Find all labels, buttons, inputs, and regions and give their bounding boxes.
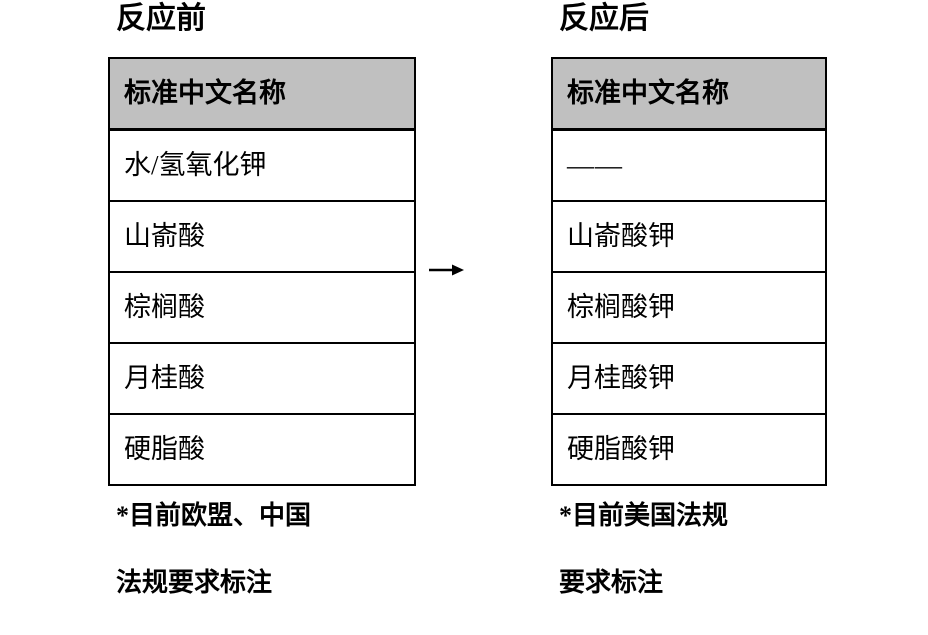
cell-before-4: 硬脂酸 bbox=[109, 413, 415, 485]
after-reaction-table: 标准中文名称 —— 山嵛酸钾 棕榈酸钾 月桂酸钾 硬脂酸钾 bbox=[551, 57, 827, 486]
table-row: 月桂酸 bbox=[109, 342, 415, 415]
cell-before-1: 山嵛酸 bbox=[109, 200, 415, 273]
before-footnote-line-2: 法规要求标注 bbox=[116, 568, 273, 597]
table-row: 棕榈酸钾 bbox=[552, 271, 826, 344]
table-row: 水/氢氧化钾 bbox=[109, 128, 415, 202]
table-row: 硬脂酸钾 bbox=[552, 413, 826, 485]
table-row: 山嵛酸钾 bbox=[552, 200, 826, 273]
cell-before-0: 水/氢氧化钾 bbox=[109, 128, 415, 202]
cell-before-3: 月桂酸 bbox=[109, 342, 415, 415]
column-header-standard-chinese-name: 标准中文名称 bbox=[109, 58, 415, 131]
before-footnote-line-1: *目前欧盟、中国 bbox=[116, 501, 312, 530]
before-panel-title: 反应前 bbox=[116, 2, 206, 35]
after-panel-title: 反应后 bbox=[559, 2, 649, 35]
right-arrow-icon bbox=[429, 264, 464, 276]
cell-after-4: 硬脂酸钾 bbox=[552, 413, 826, 485]
table-header-row: 标准中文名称 bbox=[552, 58, 826, 131]
before-reaction-panel: 反应前 标准中文名称 水/氢氧化钾 山嵛酸 棕榈酸 月桂酸 硬脂酸 *目前欧盟、… bbox=[108, 0, 428, 635]
cell-after-1: 山嵛酸钾 bbox=[552, 200, 826, 273]
cell-after-2: 棕榈酸钾 bbox=[552, 271, 826, 344]
table-header-row: 标准中文名称 bbox=[109, 58, 415, 131]
table-row: 山嵛酸 bbox=[109, 200, 415, 273]
before-reaction-table: 标准中文名称 水/氢氧化钾 山嵛酸 棕榈酸 月桂酸 硬脂酸 bbox=[108, 57, 416, 486]
cell-before-2: 棕榈酸 bbox=[109, 271, 415, 344]
cell-after-3: 月桂酸钾 bbox=[552, 342, 826, 415]
after-footnote-line-1: *目前美国法规 bbox=[559, 501, 729, 530]
table-row: 硬脂酸 bbox=[109, 413, 415, 485]
table-row: 月桂酸钾 bbox=[552, 342, 826, 415]
column-header-standard-chinese-name: 标准中文名称 bbox=[552, 58, 826, 131]
after-reaction-panel: 反应后 标准中文名称 —— 山嵛酸钾 棕榈酸钾 月桂酸钾 硬脂酸钾 *目前美国法… bbox=[551, 0, 831, 635]
after-footnote-line-2: 要求标注 bbox=[559, 568, 664, 597]
table-row: —— bbox=[552, 128, 826, 202]
cell-after-0: —— bbox=[552, 128, 826, 202]
table-row: 棕榈酸 bbox=[109, 271, 415, 344]
